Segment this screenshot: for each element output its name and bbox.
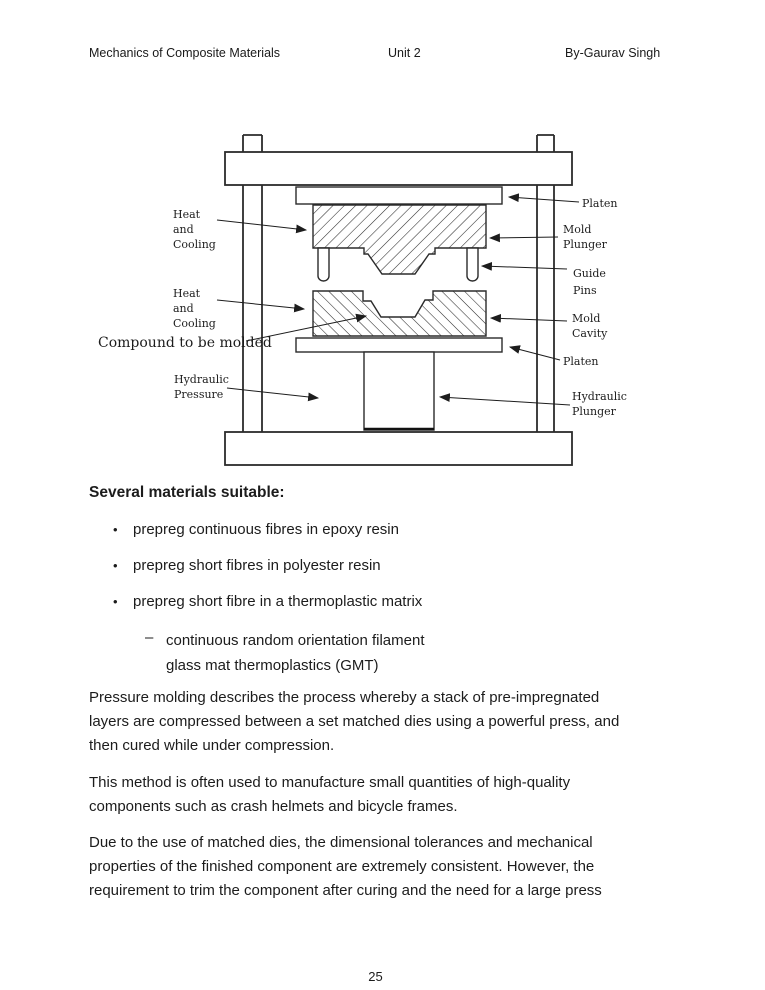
label-hydraulic-pressure: Pressure [174, 388, 223, 401]
paragraph-line: Pressure molding describes the process w… [89, 689, 600, 706]
paragraph-line: layers are compressed between a set matc… [89, 713, 620, 730]
label-heat-cooling-top: Heat [173, 208, 201, 221]
label-mold-plunger: Mold [563, 223, 591, 236]
label-heat-cooling-bottom: Heat [173, 287, 201, 300]
sub-list-line: glass mat thermoplastics (GMT) [166, 656, 379, 674]
paragraph: Pressure molding describes the process w… [89, 686, 619, 758]
section-heading: Several materials suitable: [89, 484, 285, 501]
paragraph: Due to the use of matched dies, the dime… [89, 831, 602, 903]
hydraulic-plunger-block [363, 351, 435, 431]
top-platen [295, 186, 503, 205]
arrow-compound [245, 313, 368, 342]
page-number: 25 [368, 969, 383, 984]
label-mold-cavity: Mold [572, 312, 600, 325]
mold-cavity-block [312, 290, 487, 337]
bottom-platen [295, 337, 503, 353]
arrow-heat-cooling-top [216, 219, 308, 234]
bullet-icon: • [113, 558, 118, 573]
arrow-hydraulic-pressure [226, 387, 320, 402]
list-item: • prepreg short fibre in a thermoplastic… [113, 593, 422, 610]
label-platen-bottom: Platen [563, 355, 599, 368]
label-mold-plunger: Plunger [563, 238, 608, 251]
label-compound: Compound to be molded [98, 335, 272, 351]
header-course-title: Mechanics of Composite Materials [89, 46, 281, 60]
label-heat-cooling-top: and [173, 223, 194, 236]
label-hydraulic-plunger: Plunger [572, 405, 617, 418]
paragraph-line: requirement to trim the component after … [89, 882, 602, 899]
arrow-platen-top [507, 193, 580, 203]
arrow-mold-cavity [489, 313, 568, 323]
header-unit: Unit 2 [388, 46, 421, 60]
paragraph-line: components such as crash helmets and bic… [89, 798, 458, 815]
header-author: By-Gaurav Singh [565, 46, 661, 60]
label-hydraulic-pressure: Hydraulic [174, 373, 229, 386]
paragraph-line: Due to the use of matched dies, the dime… [89, 834, 593, 851]
label-mold-cavity: Cavity [572, 327, 608, 340]
label-heat-cooling-bottom: Cooling [173, 317, 216, 330]
leader-arrows [216, 193, 580, 406]
dash-icon: – [145, 629, 154, 646]
sub-list-item: – continuous random orientation filament… [145, 629, 425, 678]
list-item: • prepreg short fibres in polyester resi… [113, 557, 381, 574]
bullet-icon: • [113, 522, 118, 537]
label-platen-top: Platen [582, 197, 618, 210]
guide-pin-left [317, 247, 330, 282]
paragraph-line: properties of the finished component are… [89, 858, 595, 875]
bullet-icon: • [113, 594, 118, 609]
list-item: • prepreg continuous fibres in epoxy res… [113, 521, 399, 538]
press-bottom-crossbar [224, 431, 573, 466]
arrow-heat-cooling-bottom [216, 299, 306, 313]
paragraph: This method is often used to manufacture… [89, 771, 570, 819]
mold-plunger-block [312, 204, 487, 275]
label-hydraulic-plunger: Hydraulic [572, 390, 627, 403]
label-heat-cooling-top: Cooling [173, 238, 216, 251]
sub-list-item-text: continuous random orientation filament g… [166, 629, 425, 678]
compression-molding-press-diagram: Heat and Cooling Heat and Cooling Compou… [98, 134, 627, 466]
paragraph-line: This method is often used to manufacture… [89, 774, 571, 791]
press-frame-columns [242, 134, 555, 432]
label-guide-pins: Pins [573, 284, 597, 297]
list-item-text: prepreg continuous fibres in epoxy resin [133, 521, 399, 538]
arrow-guide-pins [480, 261, 568, 271]
list-item-text: prepreg short fibre in a thermoplastic m… [133, 593, 423, 610]
paragraph-line: then cured while under compression. [89, 737, 335, 754]
arrow-mold-plunger [488, 233, 559, 243]
press-top-crossbar [224, 151, 573, 186]
label-guide-pins: Guide [573, 267, 606, 280]
guide-pin-right [466, 247, 479, 282]
sub-list-line: continuous random orientation filament [166, 632, 425, 649]
arrow-platen-bottom [508, 345, 561, 361]
list-item-text: prepreg short fibres in polyester resin [133, 557, 381, 574]
label-heat-cooling-bottom: and [173, 302, 194, 315]
arrow-hydraulic-plunger [438, 393, 571, 406]
